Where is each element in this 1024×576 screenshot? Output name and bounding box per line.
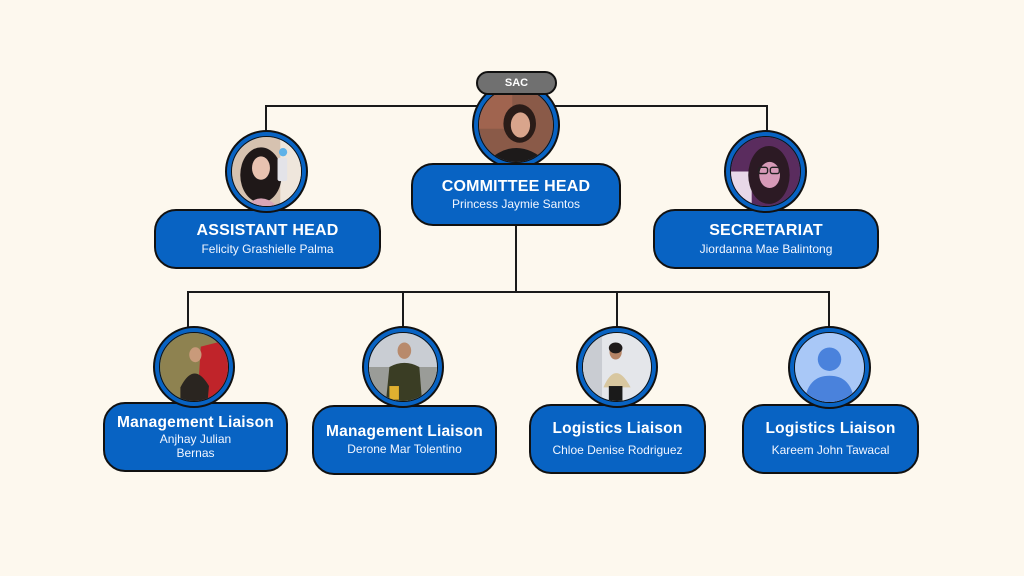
- member-3-role: Logistics Liaison: [552, 420, 683, 438]
- member-1-photo: [159, 332, 229, 402]
- secretariat-role: SECRETARIAT: [709, 222, 823, 239]
- member-4-avatar[interactable]: [788, 326, 871, 409]
- member-4-name: Kareem John Tawacal: [771, 443, 890, 458]
- assistant-head-avatar[interactable]: [225, 130, 308, 213]
- committee-head-photo: [478, 87, 554, 163]
- member-2-card[interactable]: Management Liaison Derone Mar Tolentino: [312, 405, 497, 475]
- member-1-name-line2: Bernas: [176, 446, 215, 461]
- connector-to-member-3: [616, 291, 618, 329]
- sac-badge: SAC: [476, 71, 557, 95]
- member-1-card[interactable]: Management Liaison Anjhay Julian Bernas: [103, 402, 288, 472]
- secretariat-name: Jiordanna Mae Balintong: [699, 241, 833, 256]
- member-3-card[interactable]: Logistics Liaison Chloe Denise Rodriguez: [529, 404, 706, 474]
- member-1-role: Management Liaison: [117, 413, 274, 431]
- connector-to-member-1: [187, 291, 189, 329]
- secretariat-avatar[interactable]: [724, 130, 807, 213]
- connector-to-member-2: [402, 291, 404, 329]
- connector-bottom-horizontal: [187, 291, 830, 293]
- placeholder-user-icon: [794, 332, 865, 403]
- committee-head-name: Princess Jaymie Santos: [451, 197, 581, 212]
- committee-head-card[interactable]: COMMITTEE HEAD Princess Jaymie Santos: [411, 163, 621, 226]
- connector-head-down: [515, 224, 517, 293]
- assistant-head-name: Felicity Grashielle Palma: [201, 241, 334, 256]
- committee-head-avatar[interactable]: [472, 81, 560, 169]
- secretariat-card[interactable]: SECRETARIAT Jiordanna Mae Balintong: [653, 209, 879, 269]
- member-4-card[interactable]: Logistics Liaison Kareem John Tawacal: [742, 404, 919, 474]
- member-2-avatar[interactable]: [362, 326, 444, 408]
- committee-head-role: COMMITTEE HEAD: [441, 177, 591, 195]
- connector-to-member-4: [828, 291, 830, 329]
- member-2-name: Derone Mar Tolentino: [347, 442, 462, 457]
- member-2-role: Management Liaison: [326, 423, 483, 441]
- member-3-name: Chloe Denise Rodriguez: [552, 443, 683, 458]
- member-1-name-line1: Anjhay Julian: [159, 431, 232, 446]
- member-4-role: Logistics Liaison: [765, 420, 896, 438]
- assistant-head-role: ASSISTANT HEAD: [196, 222, 339, 239]
- member-3-photo: [582, 332, 652, 402]
- secretariat-photo: [730, 136, 801, 207]
- connector-to-secretariat: [766, 105, 768, 135]
- member-2-photo: [368, 332, 438, 402]
- assistant-head-card[interactable]: ASSISTANT HEAD Felicity Grashielle Palma: [154, 209, 381, 269]
- member-1-avatar[interactable]: [153, 326, 235, 408]
- member-3-avatar[interactable]: [576, 326, 658, 408]
- assistant-head-photo: [231, 136, 302, 207]
- connector-to-assistant-head: [265, 105, 267, 135]
